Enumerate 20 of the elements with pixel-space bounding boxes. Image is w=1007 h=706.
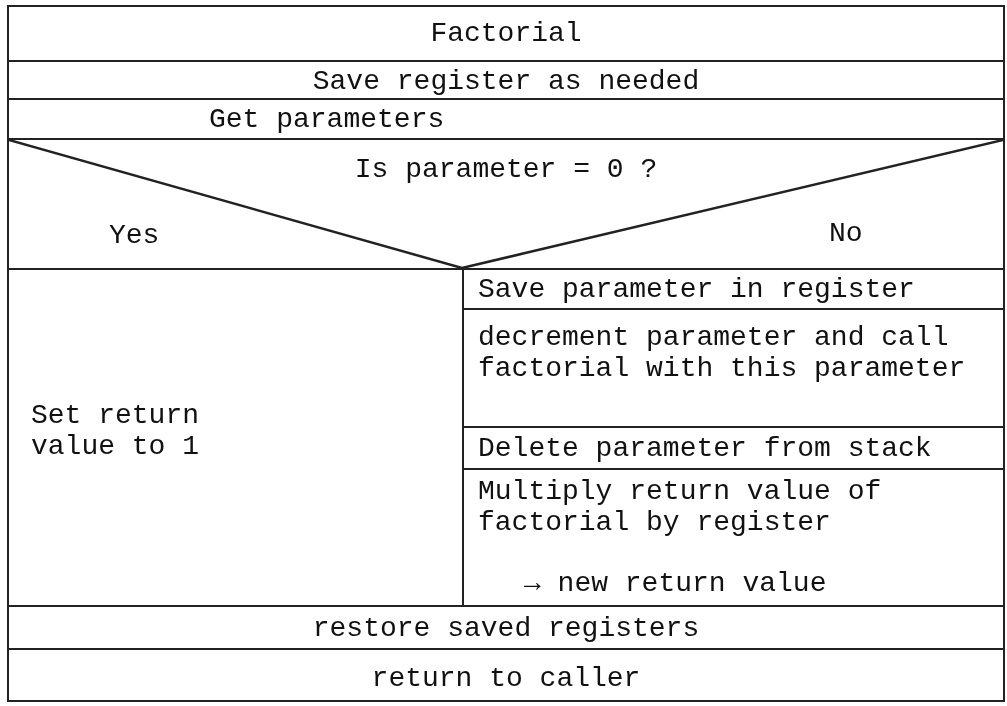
branch-label: No: [829, 218, 864, 249]
step-text: Set return value to 1: [31, 400, 201, 462]
process-box: [7, 5, 1005, 62]
step-text: Is parameter = 0 ?: [353, 154, 659, 185]
step-text: Get parameters: [209, 104, 446, 135]
step-text: restore saved registers: [311, 613, 701, 644]
step-text: Save register as needed: [311, 66, 701, 97]
process-box: [7, 60, 1005, 100]
step-text: Delete parameter from stack: [478, 433, 933, 464]
step-text: → new return value: [524, 568, 828, 599]
process-box: [7, 605, 1005, 650]
process-box: [7, 98, 1005, 140]
decision-triangle-box: [7, 138, 1005, 270]
step-text: Save parameter in register: [478, 274, 916, 305]
step-text: return to caller: [370, 663, 642, 694]
process-box: [7, 648, 1005, 702]
step-text: decrement parameter and call factorial with this parameter: [478, 322, 967, 384]
branch-label: Yes: [109, 220, 161, 251]
step-text: Multiply return value of factorial by register: [478, 476, 883, 538]
step-text: Factorial: [429, 18, 583, 49]
